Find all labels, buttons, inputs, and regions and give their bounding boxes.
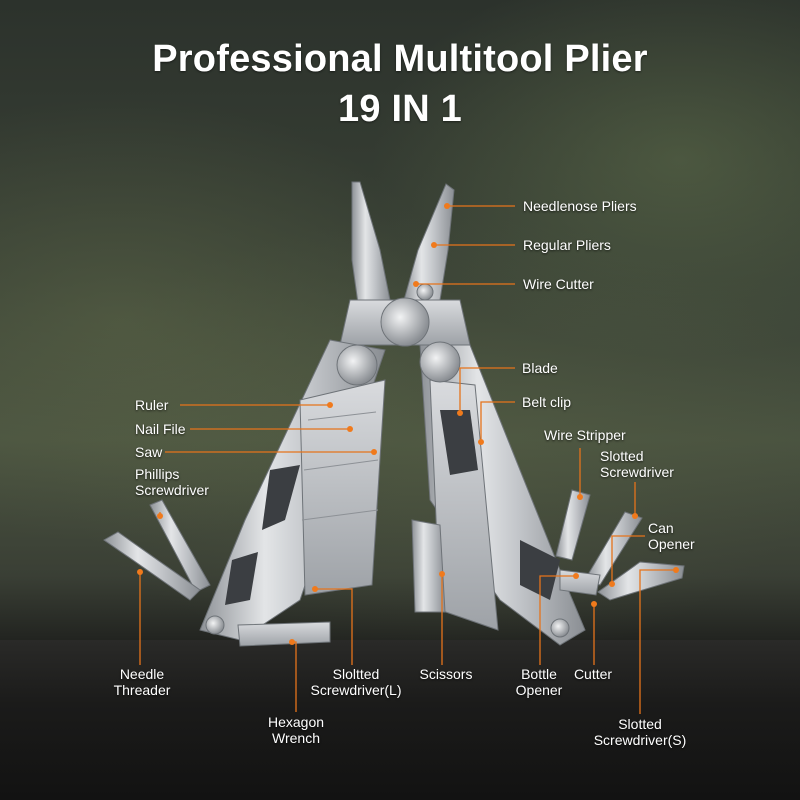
rock-surface [0, 640, 800, 800]
label-line: Hexagon [267, 714, 325, 730]
leader-lines [137, 203, 679, 714]
label-needle-threader: Needle Threader [102, 666, 182, 698]
label-line: Wrench [272, 730, 320, 746]
label-line: Screwdriver(L) [310, 682, 402, 698]
label-line: Can [648, 520, 674, 536]
label-slotted-screwdriver-l: Sloltted Screwdriver(L) [300, 666, 412, 698]
page-title: Professional Multitool Plier [152, 38, 648, 80]
label-line: Bottle [521, 666, 557, 682]
label-slotted-screwdriver: Slotted Screwdriver [600, 448, 674, 480]
label-saw: Saw [135, 444, 163, 460]
label-line: Slotted [600, 448, 644, 464]
label-line: Phillips [135, 466, 180, 482]
label-ruler: Ruler [135, 397, 169, 413]
label-line: Needle [119, 666, 165, 682]
right-tools [555, 489, 685, 601]
label-line: Threader [113, 682, 171, 698]
label-line: Screwdriver [135, 482, 209, 498]
label-wire-stripper: Wire Stripper [544, 427, 626, 443]
label-line: Screwdriver(S) [593, 732, 687, 748]
label-phillips-screwdriver: Phillips Screwdriver [135, 466, 209, 498]
label-scissors: Scissors [419, 666, 473, 682]
label-line: Slotted [618, 716, 662, 732]
label-bottle-opener: Bottle Opener [509, 666, 569, 698]
label-line: Opener [515, 682, 563, 698]
right-handle [411, 341, 586, 646]
label-line: Sloltted [332, 666, 380, 682]
label-nail-file: Nail File [135, 421, 186, 437]
label-cutter: Cutter [573, 666, 613, 682]
page-subtitle: 19 IN 1 [338, 88, 462, 130]
left-tools [103, 499, 331, 647]
label-slotted-screwdriver-s: Slotted Screwdriver(S) [584, 716, 696, 748]
label-blade: Blade [522, 360, 558, 376]
left-handle [199, 339, 386, 641]
label-wire-cutter: Wire Cutter [523, 276, 594, 292]
label-line: Opener [648, 536, 695, 552]
label-hexagon-wrench: Hexagon Wrench [256, 714, 336, 746]
label-belt-clip: Belt clip [522, 394, 572, 410]
label-can-opener: Can Opener [648, 520, 695, 552]
label-regular-pliers: Regular Pliers [523, 237, 611, 253]
label-line: Screwdriver [600, 464, 674, 480]
label-needlenose-pliers: Needlenose Pliers [523, 198, 637, 214]
